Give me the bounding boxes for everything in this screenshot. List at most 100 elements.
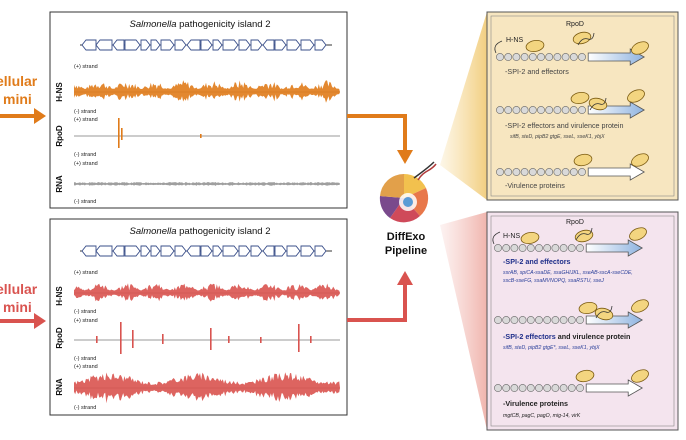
nucleotide-bead bbox=[551, 316, 560, 324]
nucleotide-bead bbox=[569, 106, 578, 114]
protein-blob-icon bbox=[578, 301, 598, 315]
nucleotide-bead bbox=[559, 244, 568, 252]
gene-arrow-3 bbox=[124, 245, 141, 257]
gene-arrow-17 bbox=[300, 245, 315, 257]
bottom-result-box: RpoD H-NS -SPI-2 and effectors ssrAB, sp… bbox=[486, 211, 679, 431]
top-row1-caption: -SPI-2 and effectors bbox=[505, 67, 569, 76]
nucleotide-bead bbox=[537, 168, 545, 176]
top-condition-label-1: ellular bbox=[0, 73, 38, 89]
bottom-row3-caption: -Virulence proteins bbox=[503, 399, 568, 408]
top-row2-genes: sifB, steD, pipB2 gtgE, sseL, sseK1, ybj… bbox=[510, 134, 605, 140]
protein-blob-icon bbox=[627, 89, 645, 103]
gene-arrow-10 bbox=[212, 39, 223, 51]
nucleotide-bead bbox=[551, 244, 560, 252]
nucleotide-bead bbox=[576, 244, 584, 252]
nucleotide-bead bbox=[496, 53, 504, 61]
nucleotide-bead bbox=[512, 53, 521, 61]
bottom-funnel bbox=[440, 212, 487, 430]
nucleotide-bead bbox=[561, 53, 570, 61]
gene-arrow-icon bbox=[587, 163, 646, 181]
nucleotide-bead bbox=[518, 244, 527, 252]
nucleotide-bead bbox=[520, 168, 529, 176]
gene-arrow-7 bbox=[174, 39, 187, 51]
top-hns-label: H-NS bbox=[506, 37, 523, 44]
nucleotide-bead bbox=[551, 384, 560, 392]
nucleotide-bead bbox=[543, 244, 552, 252]
bottom-promoter-rows bbox=[492, 227, 649, 397]
gene-arrow-9 bbox=[200, 245, 213, 257]
bottom-row2-caption: -SPI-2 effectors and virulence protein bbox=[503, 332, 630, 341]
gene-arrow-3 bbox=[124, 39, 141, 51]
bottom-row1-genes-2: sscB-sseFG, ssaMVNOPQ, ssaRSTU, sseJ bbox=[503, 278, 604, 284]
gene-arrow-12 bbox=[238, 245, 251, 257]
nucleotide-bead bbox=[553, 53, 562, 61]
nucleotide-bead bbox=[528, 53, 537, 61]
nucleotide-bead bbox=[526, 384, 535, 392]
protein-blob-icon bbox=[520, 231, 540, 245]
gene-arrow-15 bbox=[274, 245, 287, 257]
nucleotide-bead bbox=[520, 106, 529, 114]
bottom-hns-label: H-NS bbox=[503, 233, 520, 240]
nucleotide-bead bbox=[553, 168, 562, 176]
protein-blob-icon bbox=[572, 31, 592, 45]
bottom-condition-label-2: mini bbox=[3, 299, 32, 315]
nucleotide-bead bbox=[567, 316, 576, 324]
nucleotide-bead bbox=[559, 384, 568, 392]
bottom-rpod-minus: (-) strand bbox=[74, 356, 96, 362]
nucleotide-bead bbox=[567, 384, 576, 392]
pipeline-title-2: Pipeline bbox=[385, 245, 427, 257]
bottom-hns-label: H-NS bbox=[55, 286, 64, 306]
nucleotide-bead bbox=[567, 244, 576, 252]
gene-arrow-1 bbox=[95, 245, 113, 257]
protein-blob-icon bbox=[594, 307, 614, 321]
nucleotide-bead bbox=[537, 53, 545, 61]
bottom-rpod-label: RpoD bbox=[566, 219, 584, 226]
nucleotide-bead bbox=[578, 168, 586, 176]
nucleotide-bead bbox=[520, 53, 529, 61]
nucleotide-bead bbox=[535, 316, 543, 324]
gene-arrow-14 bbox=[262, 245, 275, 257]
nucleotide-bead bbox=[576, 316, 584, 324]
top-hns-plus: (+) strand bbox=[74, 64, 98, 70]
bottom-hns-minus: (-) strand bbox=[74, 309, 96, 315]
gene-arrow-6 bbox=[160, 39, 175, 51]
gene-arrow-5 bbox=[150, 39, 161, 51]
nucleotide-bead bbox=[576, 384, 584, 392]
top-funnel bbox=[440, 12, 487, 200]
top-gene-map bbox=[80, 39, 332, 51]
nucleotide-bead bbox=[502, 316, 511, 324]
nucleotide-bead bbox=[518, 316, 527, 324]
bottom-gene-map bbox=[80, 245, 332, 257]
top-hns-minus: (-) strand bbox=[74, 109, 96, 115]
nucleotide-bead bbox=[504, 106, 513, 114]
bottom-condition-label-1: ellular bbox=[0, 281, 38, 297]
gene-arrow-15 bbox=[274, 39, 287, 51]
gene-arrow-16 bbox=[286, 245, 301, 257]
bottom-panel: Salmonella pathogenicity island 2 H-NS R… bbox=[49, 218, 348, 416]
gene-arrow-13 bbox=[250, 39, 263, 51]
top-rna-plus: (+) strand bbox=[74, 161, 98, 167]
nucleotide-bead bbox=[496, 168, 504, 176]
pipeline-title-1: DiffExo bbox=[387, 231, 426, 243]
bottom-hns-plus: (+) strand bbox=[74, 270, 98, 276]
top-promoter-rows bbox=[494, 31, 649, 181]
nucleotide-bead bbox=[502, 244, 511, 252]
gene-arrow-1 bbox=[95, 39, 113, 51]
gene-arrow-11 bbox=[222, 39, 239, 51]
gene-arrow-13 bbox=[250, 245, 263, 257]
bottom-to-pipeline-arrow bbox=[347, 271, 413, 322]
bottom-input-arrow bbox=[0, 313, 46, 329]
top-panel: Salmonella pathogenicity island 2 H-NS R… bbox=[49, 11, 348, 209]
gene-arrow-5 bbox=[150, 245, 161, 257]
protein-blob-icon bbox=[574, 229, 594, 243]
top-signal-tracks bbox=[74, 80, 340, 186]
protein-blob-icon bbox=[629, 227, 647, 241]
gene-arrow-2 bbox=[112, 245, 125, 257]
nucleotide-bead bbox=[535, 384, 543, 392]
nucleotide-bead bbox=[526, 244, 535, 252]
gene-arrow-10 bbox=[212, 245, 223, 257]
gene-arrow-18 bbox=[314, 245, 327, 257]
top-rna-label: RNA bbox=[55, 175, 64, 193]
nucleotide-bead bbox=[510, 384, 519, 392]
nucleotide-bead bbox=[537, 106, 545, 114]
